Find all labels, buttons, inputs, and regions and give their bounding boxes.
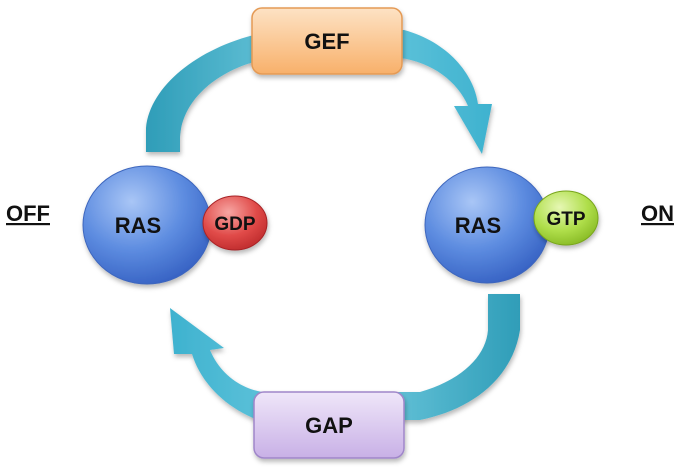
gap-label: GAP xyxy=(305,413,353,438)
gef-label: GEF xyxy=(304,29,349,54)
ras-on-label: RAS xyxy=(455,213,501,238)
gtp-node xyxy=(533,190,599,246)
gef-box xyxy=(251,7,403,75)
on-state-label: ON xyxy=(641,201,674,226)
inactivation-arrow xyxy=(170,294,520,420)
gdp-label: GDP xyxy=(214,214,256,235)
gap-box xyxy=(253,391,405,459)
off-state-label: OFF xyxy=(6,201,50,226)
activation-arrow xyxy=(146,30,492,154)
gdp-node xyxy=(202,195,268,251)
gtp-label: GTP xyxy=(546,209,585,230)
ras-off-label: RAS xyxy=(115,213,161,238)
